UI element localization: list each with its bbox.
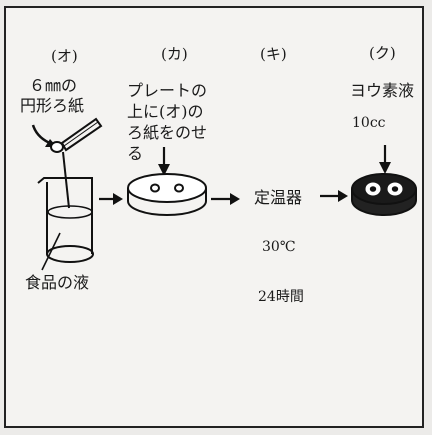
paper-type-label: 円形ろ紙 <box>20 96 85 115</box>
step-label-ku: (ク) <box>369 44 396 62</box>
step-label-ki: (キ) <box>260 45 287 63</box>
iodine-volume-value: 10cc <box>352 115 386 131</box>
plate-pointer-arrow <box>158 147 170 176</box>
temperature-value: 30℃ <box>262 239 296 255</box>
filter-paper-with-tweezers <box>50 117 103 153</box>
step-label-ka: (カ) <box>161 45 188 63</box>
plate-note-line-4: る <box>127 144 144 163</box>
incubator-label: 定温器 <box>254 188 303 207</box>
stained-plate-icon <box>351 173 417 216</box>
diagram-frame <box>4 6 424 428</box>
iodine-label: ヨウ素液 <box>350 81 415 100</box>
plate-note-line-2: 上に(オ)の <box>127 102 204 121</box>
paper-size-label: ６㎜の <box>29 76 78 95</box>
plate-note-line-1: プレートの <box>127 81 208 100</box>
beaker-icon <box>37 151 94 271</box>
arrow-incubator-to-plate <box>320 190 348 202</box>
step-label-o: (オ) <box>51 47 78 65</box>
duration-value: 24時間 <box>258 289 304 305</box>
iodine-pointer-arrow <box>379 145 391 174</box>
arrow-plate-to-incubator <box>211 193 240 205</box>
food-liquid-label: 食品の液 <box>25 273 90 292</box>
plate-note-line-3: ろ紙をのせ <box>127 123 208 142</box>
arrow-beaker-to-plate <box>99 193 123 205</box>
plate-icon <box>127 173 207 216</box>
